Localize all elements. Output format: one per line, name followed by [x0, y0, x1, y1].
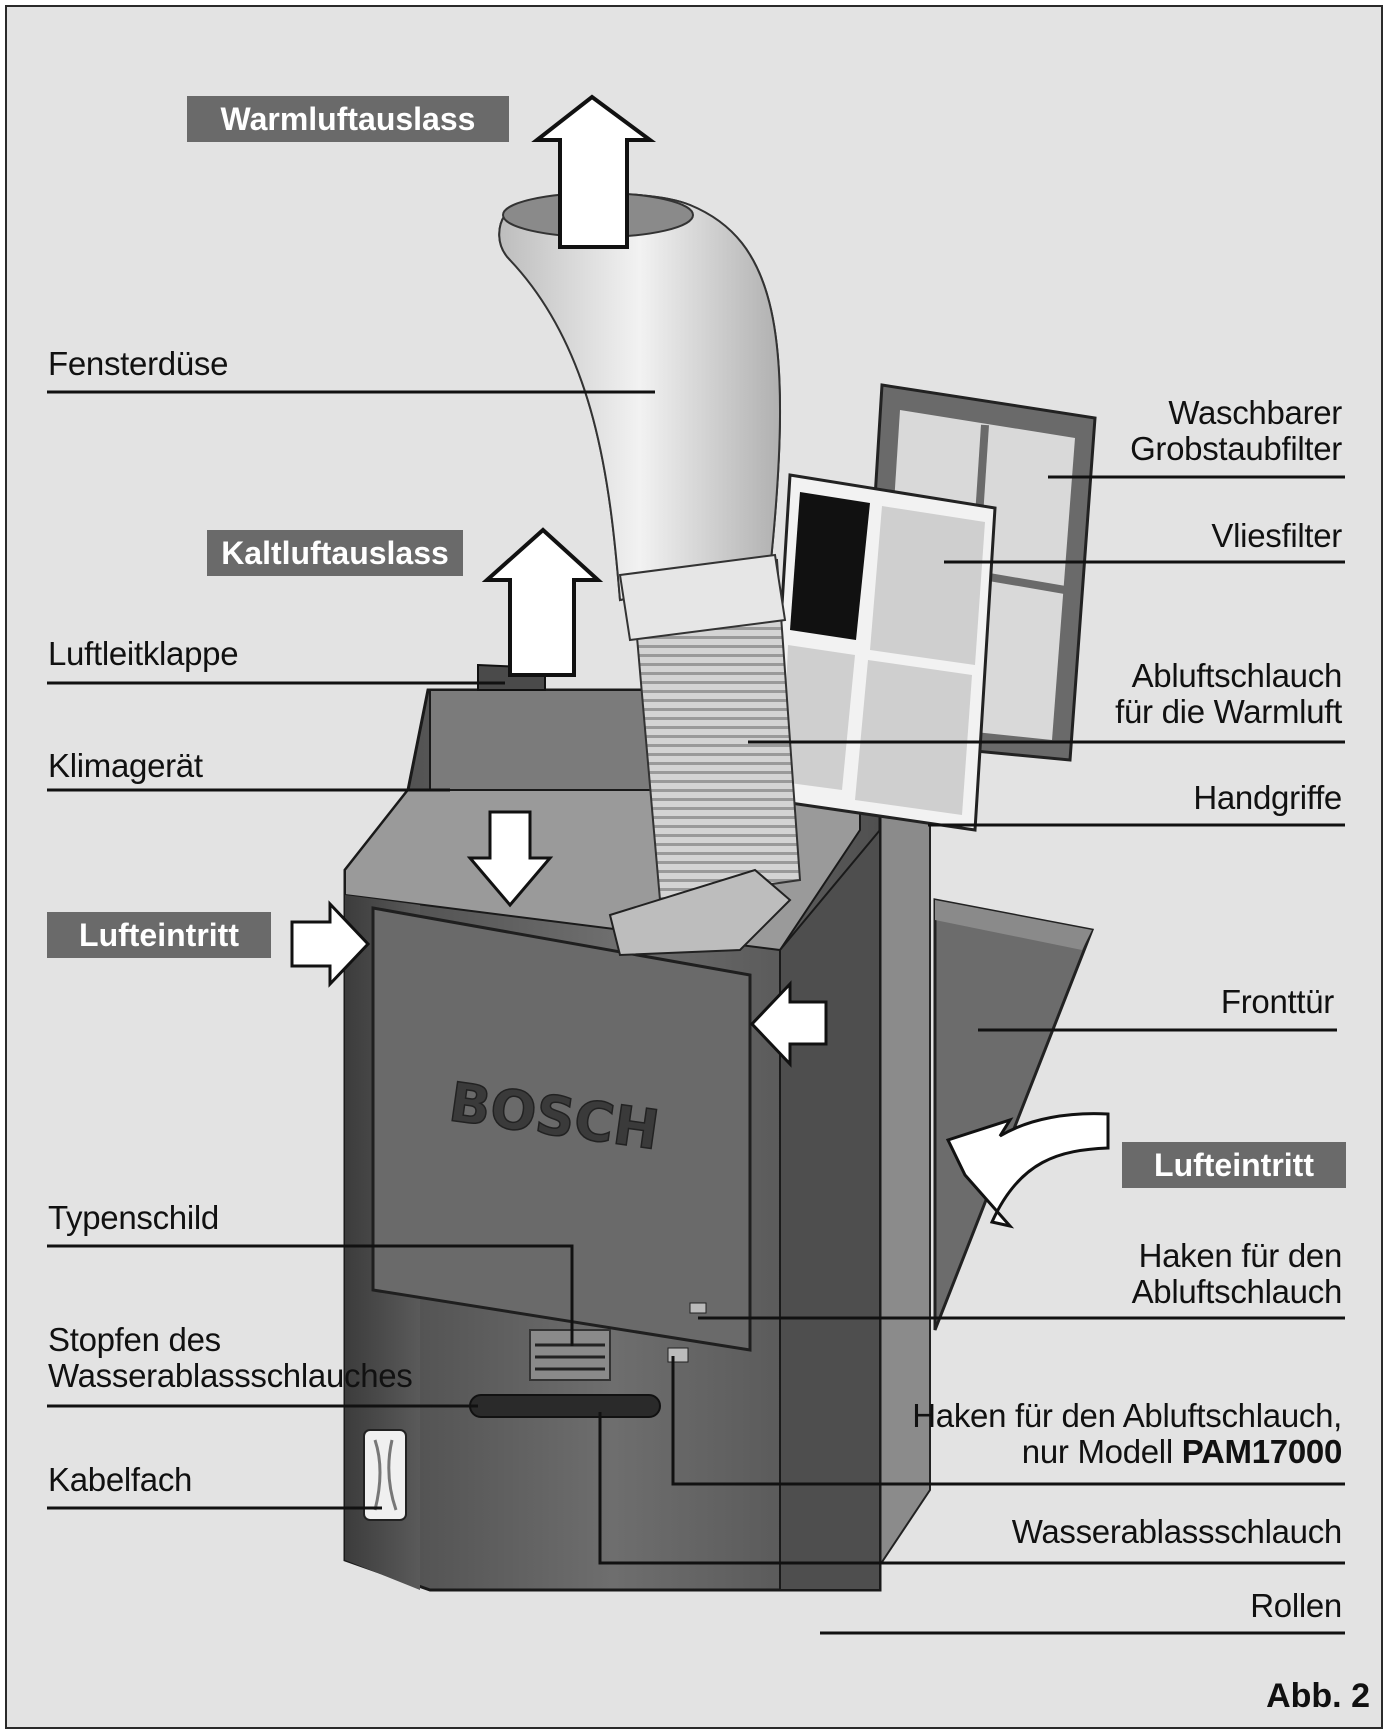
inlet-arrow-right	[945, 1112, 1110, 1229]
label-hook-model-line2: nur Modell PAM17000	[1021, 1433, 1343, 1470]
label-drain-hose: Wasserablassschlauch	[1011, 1513, 1343, 1550]
label-hook-line2: Abluftschlauch	[1131, 1273, 1343, 1310]
warm-air-arrow	[531, 94, 657, 249]
exhaust-hose	[498, 192, 802, 957]
label-plug-line2: Wasserablassschlauches	[48, 1357, 413, 1394]
label-hook-model-prefix: nur Modell	[1021, 1433, 1182, 1470]
fleece-filter	[768, 473, 997, 832]
cold-air-arrow	[481, 527, 604, 677]
leader-lines	[47, 390, 1345, 1635]
label-front-door: Fronttür	[1220, 983, 1334, 1020]
label-cable-compartment: Kabelfach	[48, 1461, 193, 1498]
tag-warm-air-outlet: Warmluftauslass	[187, 96, 509, 142]
tag-air-inlet-right: Lufteintritt	[1122, 1142, 1346, 1188]
label-type-plate: Typenschild	[48, 1199, 219, 1236]
label-fleece-filter: Vliesfilter	[1211, 517, 1342, 554]
label-hook-model-line1: Haken für den Abluftschlauch,	[912, 1397, 1342, 1434]
label-exhaust-hose-line1: Abluftschlauch	[1131, 657, 1343, 694]
label-hook-line1: Haken für den	[1138, 1237, 1343, 1274]
tag-air-inlet-left: Lufteintritt	[47, 912, 271, 958]
label-air-flap: Luftleitklappe	[48, 635, 239, 672]
inlet-arrow-left	[290, 900, 371, 988]
label-exhaust-hose-line2: für die Warmluft	[1115, 693, 1342, 730]
label-plug-line1: Stopfen des	[48, 1321, 221, 1358]
label-coarse-filter-line1: Waschbarer	[1168, 394, 1342, 431]
figure-label: Abb. 2	[1266, 1677, 1370, 1715]
label-model-number: PAM17000	[1181, 1433, 1343, 1470]
tag-cold-air-outlet: Kaltluftauslass	[207, 530, 463, 576]
label-unit: Klimagerät	[48, 747, 203, 784]
label-window-nozzle: Fensterdüse	[48, 345, 229, 382]
inlet-arrow-top	[466, 810, 554, 908]
inlet-arrow-front	[749, 980, 828, 1068]
label-handles: Handgriffe	[1193, 779, 1342, 816]
label-wheels: Rollen	[1250, 1587, 1342, 1624]
label-coarse-filter-line2: Grobstaubfilter	[1130, 430, 1342, 467]
